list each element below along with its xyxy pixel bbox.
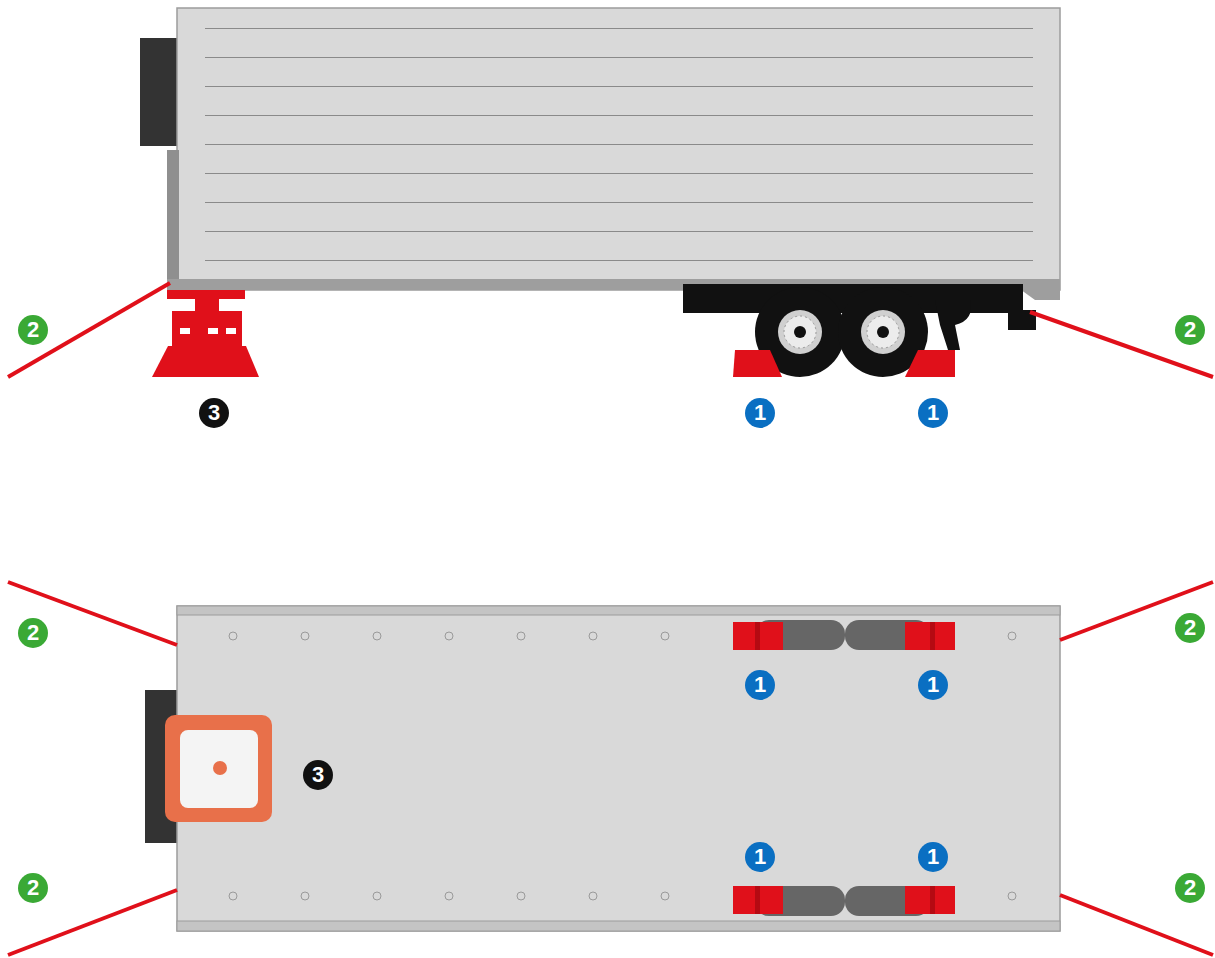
callout-number: 1 [918, 842, 948, 872]
trailer-stand [152, 290, 259, 377]
floor-hole [301, 632, 309, 640]
hole-row [229, 632, 1016, 900]
floor-hole [517, 632, 525, 640]
floor-hole [445, 892, 453, 900]
floor-hole [301, 892, 309, 900]
floor-hole [661, 892, 669, 900]
wheel-chock [905, 350, 955, 377]
tie-strap [8, 283, 170, 377]
callout-number: 2 [18, 315, 48, 345]
wheel-chock [733, 350, 782, 377]
floor-hole [589, 892, 597, 900]
floor-hole [661, 632, 669, 640]
floor-hole [1008, 632, 1016, 640]
floor-hole [517, 892, 525, 900]
trailer-body [177, 8, 1060, 290]
floor-hole [445, 632, 453, 640]
callout-number: 2 [1175, 315, 1205, 345]
trailer-stand-top [165, 715, 272, 822]
floor-hole [589, 632, 597, 640]
floor-hole [1008, 892, 1016, 900]
body-ribs [205, 28, 1033, 261]
callout-number: 2 [18, 618, 48, 648]
callout-number: 2 [1175, 873, 1205, 903]
tires-top [755, 620, 930, 916]
trailer-floor [177, 606, 1060, 931]
tie-strap [1030, 312, 1213, 377]
callout-number: 1 [918, 398, 948, 428]
callout-number: 3 [303, 760, 333, 790]
callout-number: 2 [18, 873, 48, 903]
floor-hole [229, 632, 237, 640]
callout-number: 1 [745, 842, 775, 872]
callout-number: 1 [745, 398, 775, 428]
floor-hole [373, 632, 381, 640]
callout-number: 2 [1175, 613, 1205, 643]
callout-number: 3 [199, 398, 229, 428]
wheels [755, 287, 928, 377]
front-edge [167, 150, 179, 285]
callout-number: 1 [745, 670, 775, 700]
side-view [8, 8, 1213, 377]
suspension [935, 300, 971, 350]
floor-hole [229, 892, 237, 900]
top-view [8, 582, 1213, 955]
floor-hole [373, 892, 381, 900]
reefer-unit [140, 38, 180, 146]
tie-strap [8, 582, 1213, 955]
callout-number: 1 [918, 670, 948, 700]
wheel-chocks-top [733, 622, 955, 914]
